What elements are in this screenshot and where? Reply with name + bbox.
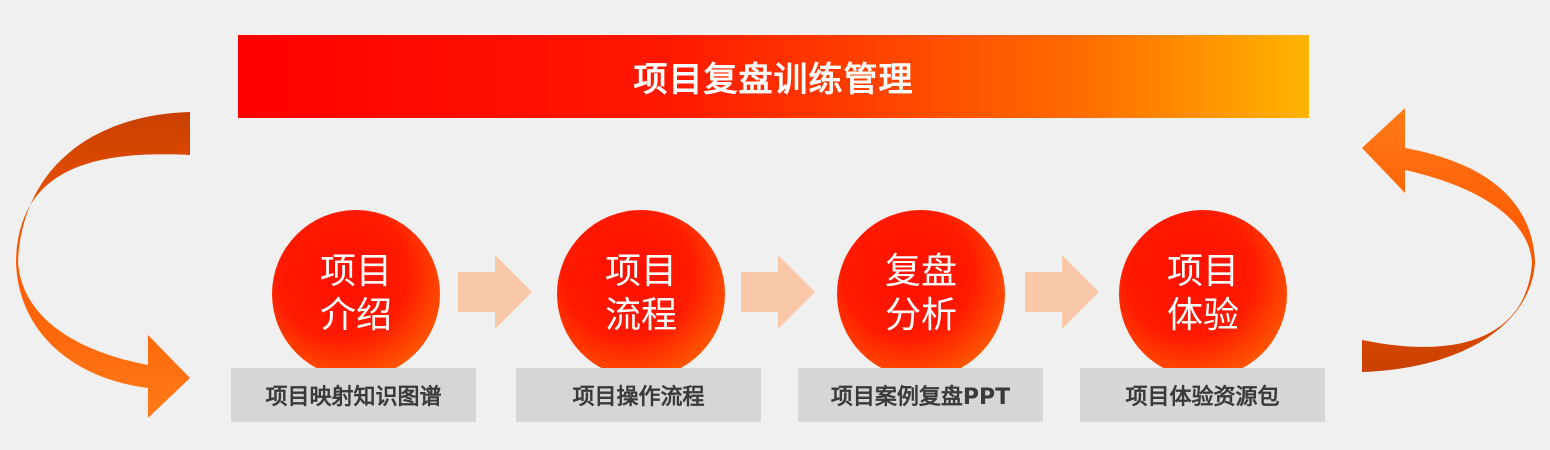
step-2-line2: 流程 [604, 295, 677, 336]
step-1-line2: 介绍 [319, 295, 392, 336]
step-3-line1: 复盘 [884, 251, 957, 292]
step-3-line2: 分析 [884, 295, 957, 336]
right-arrow-icon [1025, 255, 1099, 329]
step-4-line1: 项目 [1166, 251, 1239, 292]
step-circle-1: 项目 介绍 [272, 210, 440, 378]
step-label-box-4: 项目体验资源包 [1080, 368, 1325, 422]
right-arrow-icon [741, 255, 815, 329]
page-title: 项目复盘训练管理 [633, 60, 914, 100]
step-1-line1: 项目 [319, 251, 392, 292]
step-2-label: 项目操作流程 [572, 385, 705, 410]
step-3-label: 项目案例复盘PPT [830, 385, 1011, 410]
step-circle-2: 项目 流程 [557, 210, 725, 378]
step-circle-4: 项目 体验 [1119, 210, 1287, 378]
step-circle-3: 复盘 分析 [837, 210, 1005, 378]
step-4-label: 项目体验资源包 [1125, 385, 1280, 410]
step-4-line2: 体验 [1166, 295, 1239, 336]
right-loop-arrow-icon [1362, 108, 1535, 372]
left-loop-arrow-icon [16, 112, 190, 418]
step-label-box-3: 项目案例复盘PPT [798, 368, 1043, 422]
step-label-box-2: 项目操作流程 [516, 368, 761, 422]
right-arrow-icon [458, 255, 532, 329]
step-label-box-1: 项目映射知识图谱 [231, 368, 476, 422]
step-2-line1: 项目 [604, 251, 677, 292]
step-1-label: 项目映射知识图谱 [265, 385, 442, 410]
title-banner: 项目复盘训练管理 [238, 35, 1309, 118]
